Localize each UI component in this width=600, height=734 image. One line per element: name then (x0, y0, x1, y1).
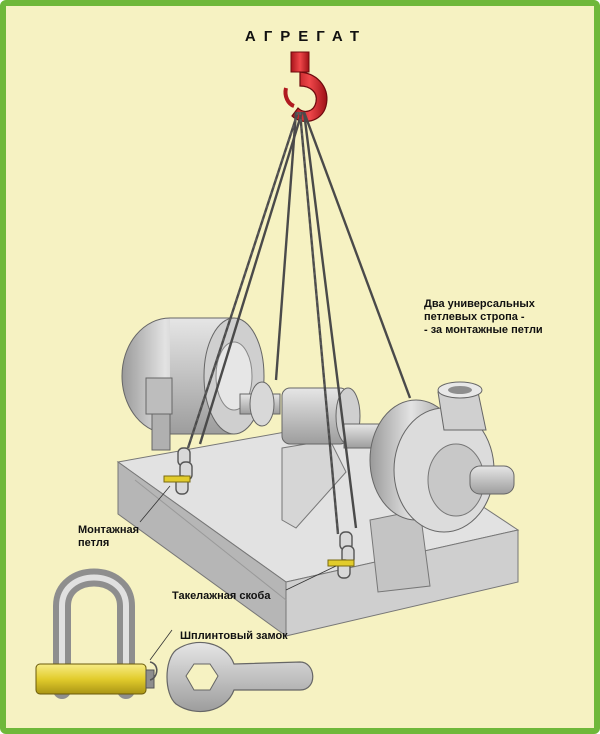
cotter-pin (149, 661, 158, 681)
diagram-title: АГРЕГАТ (244, 28, 368, 45)
hook-latch (283, 87, 295, 108)
label-rigging-shackle: Такелажная скоба (172, 590, 271, 602)
shackle-pin-left (163, 475, 191, 483)
label-mounting-loop: Монтажная петля (78, 524, 139, 550)
wrench (166, 641, 314, 713)
sling-dashes (187, 111, 339, 535)
label-mounting-loop-line2: петля (78, 537, 110, 549)
hook-shank (290, 51, 310, 73)
shaft-coupling (239, 381, 381, 449)
centrifugal-pump (369, 381, 515, 533)
sling-5 (302, 111, 412, 399)
hook-body (291, 71, 328, 123)
leader-lines (139, 485, 337, 661)
unit-lifting-illustration (35, 51, 520, 713)
label-slings-line3: - за монтажные петли (424, 324, 543, 336)
sling-4 (302, 111, 358, 529)
sling-2 (198, 111, 304, 445)
crane-hook (283, 51, 328, 123)
label-slings-line2: петлевых стропа - (424, 311, 525, 323)
sling-6 (274, 111, 298, 381)
label-cotter-lock: Шплинтовый замок (180, 630, 288, 642)
shackle-bolt (35, 663, 147, 695)
label-slings: Два универсальных петлевых стропа - - за… (424, 298, 574, 337)
label-mounting-loop-line1: Монтажная (78, 524, 140, 536)
shackle-pin-right (327, 559, 355, 567)
shackle-detail (35, 568, 158, 699)
label-slings-line1: Два универсальных (424, 298, 535, 310)
pedestals (281, 439, 431, 593)
